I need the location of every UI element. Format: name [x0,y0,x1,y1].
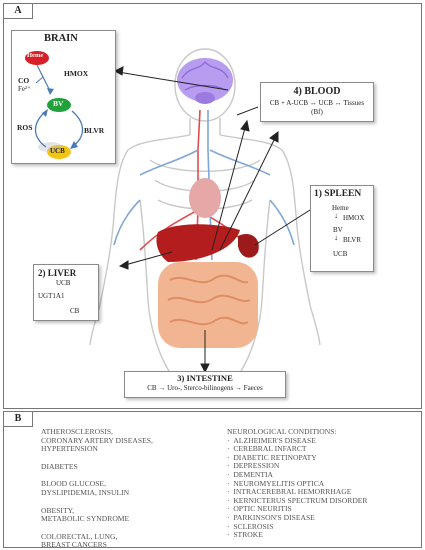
list-item: COLORECTAL, LUNG, [41,531,118,541]
heart-organ [189,178,221,218]
list-item: · DIABETIC RETINOPATY [227,452,317,462]
blood-equation: CB + A-UCB ↔ UCB ↔ Tissues [269,99,365,107]
spleen-blvr: BLVR [343,236,362,244]
spleen-heme: Heme [332,204,349,212]
list-item: · PARKINSON'S DISEASE [227,512,315,522]
spleen-bv: BV [333,226,343,234]
blood-bf: (Bf) [311,108,323,116]
brain-heme-label: Heme [27,52,44,59]
list-item: · DEMENTIA [227,469,273,479]
list-item: · KERNICTERUS SPECTRUM DISORDER [227,495,368,505]
list-item: · NEUROMYELITIS OPTICA [227,478,325,488]
list-item: ATHEROSCLEROSIS, [41,427,113,436]
list-title: NEUROLOGICAL CONDITIONS: [227,427,337,436]
spleen-arrow-2: ↓ [334,233,338,242]
brain-hmox-label: HMOX [64,69,89,78]
list-item: DIABETES [41,461,78,471]
connector-arrows [113,66,311,374]
brain-ros-label: ROS [17,123,33,132]
liver-box: 2) LIVER UCB UGT1A1 CB [33,264,99,321]
intestine-pathway: CB → Uro-, Sterco-bilinogens → Faeces [147,384,263,392]
brain-box: BRAIN Heme HMOX CO Fe²⁺ BV ROS BLVR UCB [11,30,116,164]
list-item: · CEREBRAL INFARCT [227,444,307,454]
brain-cycle-diagram [25,51,84,159]
list-item: METABOLIC SYNDROME [41,514,130,524]
brain-blvr-label: BLVR [84,126,105,135]
spleen-organ [238,233,259,258]
liver-enzyme: UGT1A1 [38,292,65,300]
liver-ucb: UCB [56,279,71,287]
spleen-box: 1) SPLEEN Heme ↓ HMOX BV ↓ BLVR UCB [310,185,374,272]
intestine-organ [158,262,258,348]
list-item: HYPERTENSION [41,444,98,454]
list-item: · SCLEROSIS [227,521,274,531]
panel-a-label: A [3,3,33,19]
brain-organ [177,58,233,104]
list-item: · ALZHEIMER'S DISEASE [227,435,316,445]
brain-fe-label: Fe²⁺ [18,85,31,93]
human-body-illustration [89,48,321,381]
list-item: DYSLIPIDEMIA, INSULIN [41,487,130,497]
brain-title: BRAIN [44,33,78,44]
brain-co-label: CO [18,76,30,85]
list-item: · STROKE [227,530,263,540]
liver-organ [156,224,240,262]
intestine-box: 3) INTESTINE CB → Uro-, Sterco-bilinogen… [124,371,286,398]
list-item: OBESITY, [41,505,74,515]
list-item: BREAST CANCERS [41,540,107,550]
blood-title: 4) BLOOD [293,86,341,97]
spleen-title: 1) SPLEEN [314,189,362,199]
blood-box: 4) BLOOD CB + A-UCB ↔ UCB ↔ Tissues (Bf) [260,82,374,122]
list-item: CORONARY ARTERY DISEASES, [41,435,153,445]
panel-b [3,411,422,548]
panel-b-right-list: NEUROLOGICAL CONDITIONS: · ALZHEIMER'S D… [227,427,368,540]
intestine-title: 3) INTESTINE [177,373,233,383]
liver-title: 2) LIVER [38,268,77,278]
spleen-arrow-1: ↓ [334,211,338,220]
list-item: · INTRACEREBRAL HEMORRHAGE [227,487,352,497]
brain-ucb-label: UCB [50,147,65,155]
list-item: · OPTIC NEURITIS [227,504,292,514]
spleen-hmox: HMOX [343,214,365,222]
spleen-ucb: UCB [333,250,348,258]
liver-cb: CB [70,307,80,315]
list-item: BLOOD GLUCOSE, [41,479,106,489]
brain-bv-label: BV [53,99,64,108]
panel-b-left-list: ATHEROSCLEROSIS, CORONARY ARTERY DISEASE… [41,427,153,550]
panel-b-label: B [3,411,33,427]
list-item: · DEPRESSION [227,461,280,471]
